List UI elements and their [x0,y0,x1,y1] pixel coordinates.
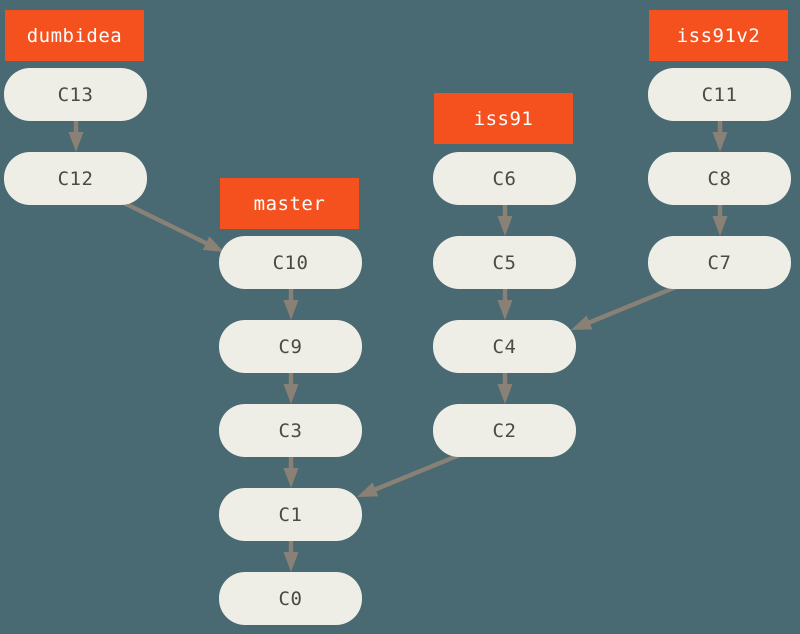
commit-c3[interactable]: C3 [219,404,362,457]
edge-c7-c4-arrowhead-icon [571,315,593,330]
commit-c8[interactable]: C8 [648,152,791,205]
commit-c13[interactable]: C13 [4,68,147,121]
commit-c5[interactable]: C5 [433,236,576,289]
edge-c8-c7 [712,205,728,236]
edge-c1-c0-arrowhead-icon [283,552,299,572]
edge-c6-c5-arrowhead-icon [497,216,513,236]
edge-c2-c1 [357,451,463,497]
edge-c13-c12-arrowhead-icon [68,132,84,152]
edge-c2-c1-shaft [370,451,463,493]
edge-c10-c9-arrowhead-icon [283,300,299,320]
edge-c3-c1 [283,457,299,488]
edge-c4-c2 [497,373,513,404]
commit-c7[interactable]: C7 [648,236,791,289]
commit-c0[interactable]: C0 [219,572,362,625]
edge-c4-c2-arrowhead-icon [497,384,513,404]
edge-c3-c1-arrowhead-icon [283,468,299,488]
commit-c12[interactable]: C12 [4,152,147,205]
edge-c9-c3 [283,373,299,404]
edge-c1-c0 [283,541,299,572]
commit-c10[interactable]: C10 [219,236,362,289]
edge-c5-c4 [497,289,513,320]
edge-c12-c10-shaft [119,199,211,247]
commit-c1[interactable]: C1 [219,488,362,541]
edge-c9-c3-arrowhead-icon [283,384,299,404]
edge-c8-c7-arrowhead-icon [712,216,728,236]
commit-c11[interactable]: C11 [648,68,791,121]
label-iss91[interactable]: iss91 [434,93,573,144]
commit-c2[interactable]: C2 [433,404,576,457]
edge-c13-c12 [68,121,84,152]
label-master[interactable]: master [220,178,359,229]
label-iss91v2[interactable]: iss91v2 [649,10,788,61]
edge-c10-c9 [283,289,299,320]
label-dumbidea[interactable]: dumbidea [5,10,144,61]
edge-c7-c4-shaft [584,284,677,326]
edge-c11-c8 [712,121,728,152]
edge-c7-c4 [571,284,677,330]
edge-c11-c8-arrowhead-icon [712,132,728,152]
edge-c5-c4-arrowhead-icon [497,300,513,320]
edge-c6-c5 [497,205,513,236]
commit-c9[interactable]: C9 [219,320,362,373]
commit-c6[interactable]: C6 [433,152,576,205]
edge-c2-c1-arrowhead-icon [357,482,379,497]
edge-c12-c10 [119,199,224,252]
commit-c4[interactable]: C4 [433,320,576,373]
